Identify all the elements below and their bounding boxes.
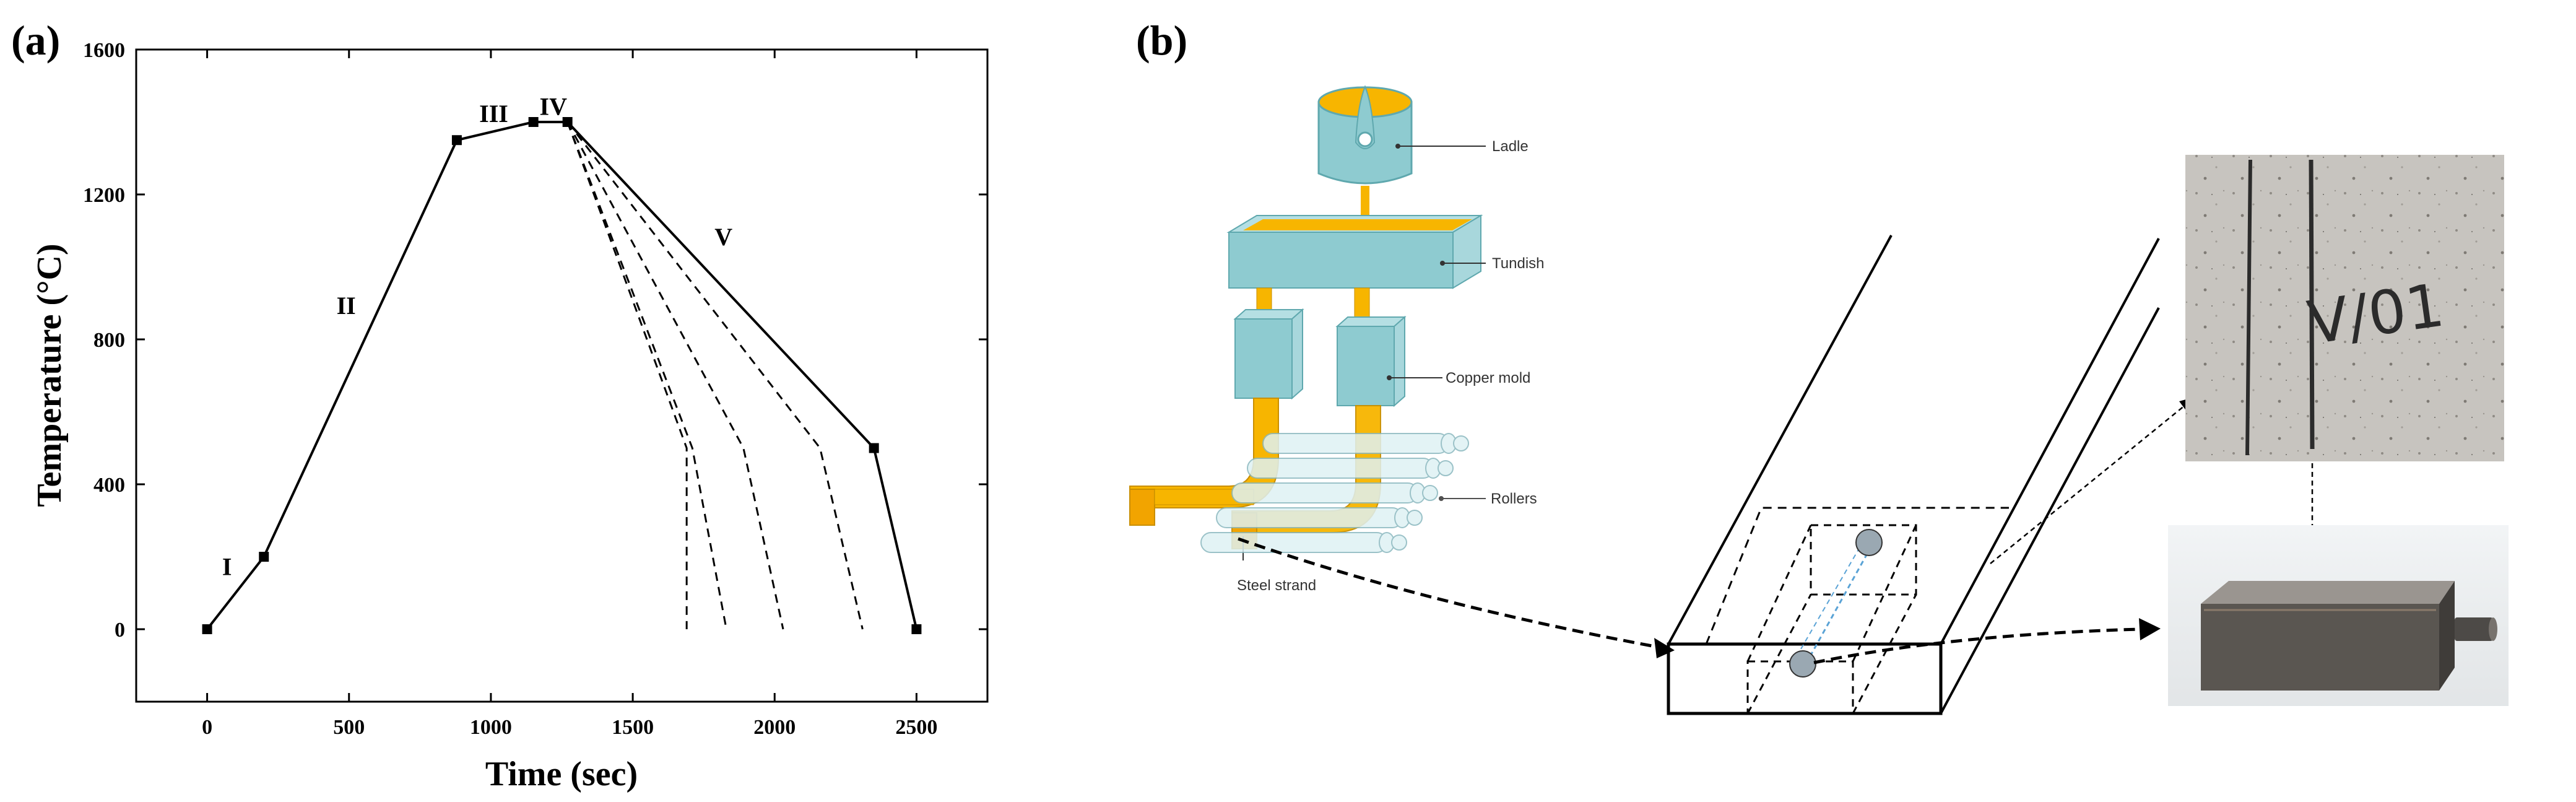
steel-strand-label: Steel strand (1237, 577, 1316, 594)
dashed-series-line (566, 121, 784, 630)
rollers-icon (1200, 433, 1486, 553)
stage-label: IV (540, 92, 568, 120)
plot-frame (135, 48, 989, 703)
y-axis-label: Temperature (°C) (30, 243, 69, 507)
data-point (562, 117, 573, 127)
panel-b: (b) Ladle T (1129, 17, 2509, 715)
dashed-series-line (566, 121, 727, 630)
chart: 0 500 1000 1500 2000 2500 0 400 800 1200 1600 Tim… (30, 39, 989, 793)
slab-section-photo: V/01 (2185, 155, 2504, 461)
x-tick-label: 500 (333, 716, 365, 739)
chart-series (206, 121, 918, 630)
data-point (911, 624, 922, 634)
y-tick-label: 0 (115, 619, 125, 642)
data-point (451, 135, 462, 146)
x-tick-label: 2500 (895, 716, 937, 739)
data-point (259, 552, 269, 562)
copper-mold-label: Copper mold (1446, 370, 1530, 386)
x-tick-label: 1500 (612, 716, 654, 739)
x-axis-label: Time (sec) (485, 755, 638, 793)
data-point (869, 443, 879, 453)
series-line (206, 121, 918, 630)
ladle-label: Ladle (1492, 138, 1529, 155)
x-tick-label: 0 (202, 716, 212, 739)
data-point (202, 624, 212, 634)
stage-label: V (714, 223, 732, 251)
stage-label: III (479, 100, 508, 128)
strand-arrow (1238, 537, 1666, 650)
x-tick-labels: 0 500 1000 1500 2000 2500 (202, 716, 937, 739)
y-tick-label: 1600 (83, 39, 125, 62)
copper-mold-icon (1233, 308, 1442, 408)
specimen-top-circle (1855, 529, 1883, 556)
panel-b-label: (b) (1136, 17, 1187, 64)
x-tick-label: 2000 (753, 716, 796, 739)
chart-markers (202, 117, 922, 634)
tundish-label: Tundish (1492, 255, 1545, 272)
strand-arrow-head (1654, 638, 1675, 658)
nozzle-right (1354, 287, 1370, 321)
slice-arrow (1990, 402, 2189, 564)
casting-schematic: Ladle Tundish (1129, 85, 1545, 594)
axis-ticks (136, 48, 987, 702)
y-tick-label: 400 (93, 474, 125, 497)
panel-a: (a) 0 500 1000 1500 2000 2500 0 400 800 1200 1600… (11, 17, 989, 793)
slab-wireframe (1667, 235, 2160, 715)
sample-arrow-head (2139, 618, 2161, 640)
tundish-icon (1226, 214, 1486, 289)
rollers-label: Rollers (1491, 490, 1537, 507)
stage-label: II (337, 292, 356, 320)
stage-label: I (222, 552, 232, 580)
dashed-series-line (566, 121, 864, 630)
sample-bar-photo (2168, 525, 2509, 706)
panel-a-label: (a) (11, 17, 60, 64)
data-point (528, 117, 539, 127)
x-tick-label: 1000 (470, 716, 512, 739)
ladle-icon (1317, 85, 1486, 185)
y-tick-label: 800 (93, 329, 125, 352)
sample-arrow (1813, 627, 2140, 665)
y-tick-labels: 0 400 800 1200 1600 (83, 39, 125, 642)
y-tick-label: 1200 (83, 184, 125, 207)
specimen-bottom-circle (1789, 650, 1816, 678)
dashed-series-line (566, 121, 688, 629)
